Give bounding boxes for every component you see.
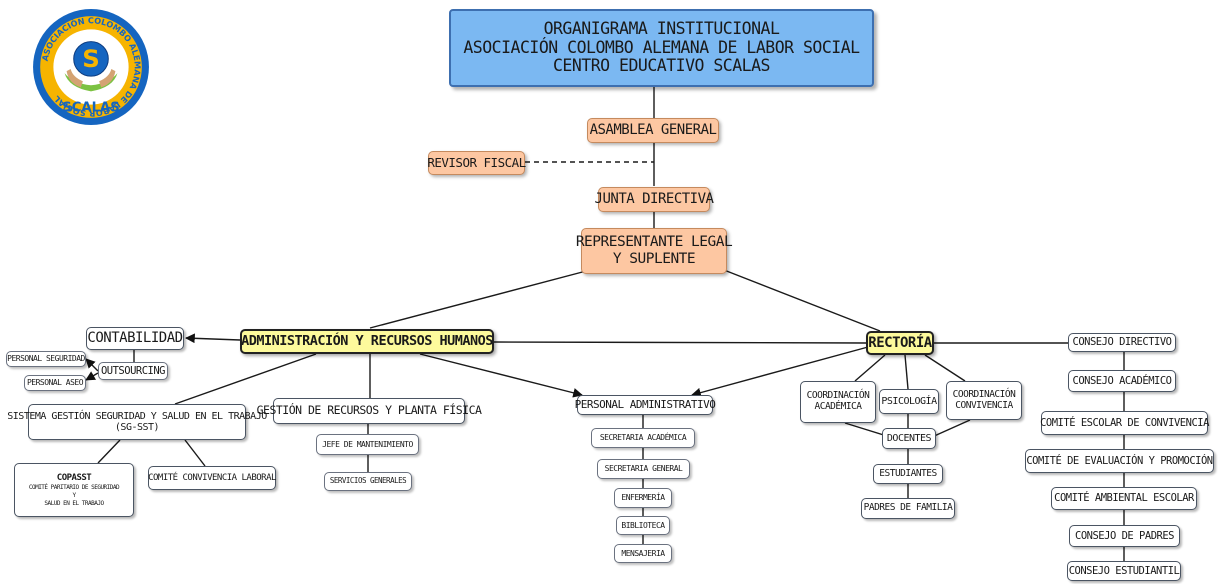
personal-administrativo-box: PERSONAL ADMINISTRATIVO: [575, 395, 716, 415]
header-line-3: CENTRO EDUCATIVO SCALAS: [553, 56, 770, 76]
staff-enfermeria: ENFERMERÍA: [614, 488, 672, 508]
coord-academica-line-1: COORDINACIÓN: [806, 390, 870, 402]
comite-convivencia-laboral-box: COMITÉ CONVIVENCIA LABORAL: [148, 466, 276, 490]
contabilidad-box: CONTABILIDAD: [86, 327, 184, 350]
line-rectoria-psicologia: [904, 354, 909, 390]
staff-biblioteca: BIBLIOTECA: [616, 516, 670, 535]
line-coordconv-docentes: [931, 419, 971, 438]
coordinacion-convivencia-box: COORDINACIÓN CONVIVENCIA: [946, 381, 1022, 420]
header-line-2: ASOCIACIÓN COLOMBO ALEMANA DE LABOR SOCI…: [463, 37, 860, 57]
personal-aseo-box: PERSONAL ASEO: [24, 375, 86, 391]
sgsst-line-2: (SG-SST): [114, 422, 160, 433]
personal-seguridad-box: PERSONAL SEGURIDAD: [6, 351, 86, 367]
staff-mensajeria: MENSAJERIA: [614, 544, 672, 563]
line-rectoria-personal: [691, 346, 869, 398]
estudiantes-box: ESTUDIANTES: [873, 464, 943, 484]
asamblea-general-box: ASAMBLEA GENERAL: [587, 118, 719, 143]
line-admin-personal: [419, 353, 583, 398]
header-line-1: ORGANIGRAMA INSTITUCIONAL: [543, 18, 780, 38]
copasst-box: COPASST COMITÉ PARITARIO DE SEGURIDAD Y …: [14, 463, 134, 517]
council-comite-ambiental: COMITÉ AMBIENTAL ESCOLAR: [1051, 487, 1197, 510]
coord-academica-line-2: ACADÉMICA: [814, 401, 862, 412]
line-out-aseo: [85, 371, 99, 381]
outsourcing-box: OUTSOURCING: [98, 362, 168, 380]
line-admin-contabilidad: [185, 333, 241, 344]
svg-text:SCALAS: SCALAS: [62, 101, 120, 116]
representante-line-1: REPRESENTANTE LEGAL: [575, 234, 733, 251]
rectoria-box: RECTORÍA: [866, 331, 934, 355]
scalas-logo: ASOCIACIÓN COLOMBO ALEMANA DE LABOR SOCI…: [33, 9, 149, 125]
sgsst-line-1: SISTEMA GESTIÓN SEGURIDAD Y SALUD EN EL …: [7, 410, 267, 422]
sgsst-box: SISTEMA GESTIÓN SEGURIDAD Y SALUD EN EL …: [7, 404, 267, 440]
council-consejo-padres: CONSEJO DE PADRES: [1069, 525, 1180, 547]
psicologia-box: PSICOLOGÍA: [879, 389, 939, 414]
copasst-title: COPASST: [56, 472, 92, 483]
administracion-box: ADMINISTRACIÓN Y RECURSOS HUMANOS: [240, 329, 494, 354]
copasst-line-2: Y: [72, 492, 76, 500]
council-consejo-academico: CONSEJO ACADÉMICO: [1068, 370, 1176, 392]
revisor-fiscal-box: REVISOR FISCAL: [427, 151, 526, 175]
council-comite-evaluacion: COMITÉ DE EVALUACIÓN Y PROMOCIÓN: [1025, 449, 1214, 473]
svg-text:S: S: [82, 44, 100, 73]
line-rep-admin: [369, 269, 591, 329]
coord-convivencia-line-2: CONVIVENCIA: [955, 399, 1013, 411]
line-rectoria-coordconv: [924, 354, 966, 382]
line-sgsst-copasst: [97, 439, 121, 464]
staff-secretaria-academica: SECRETARIA ACADÉMICA: [591, 428, 695, 448]
header-title-box: ORGANIGRAMA INSTITUCIONAL ASOCIACIÓN COL…: [449, 9, 874, 87]
gestion-recursos-box: GESTIÓN DE RECURSOS Y PLANTA FÍSICA: [257, 398, 482, 424]
council-consejo-estudiantil: CONSEJO ESTUDIANTIL: [1067, 561, 1181, 581]
representante-line-2: Y SUPLENTE: [612, 251, 696, 267]
line-admin-sgsst: [174, 353, 317, 405]
line-out-seguridad: [85, 358, 99, 372]
council-comite-escolar-convivencia: COMITÉ ESCOLAR DE CONVIVENCIA: [1040, 411, 1209, 435]
line-rep-rectoria: [723, 269, 881, 332]
council-consejo-directivo: CONSEJO DIRECTIVO: [1068, 333, 1176, 352]
coord-convivencia-line-1: COORDINACIÓN: [952, 388, 1016, 400]
junta-directiva-box: JUNTA DIRECTIVA: [595, 187, 714, 212]
copasst-line-1: COMITÉ PARITARIO DE SEGURIDAD: [28, 483, 120, 491]
padres-familia-box: PADRES DE FAMILIA: [861, 498, 955, 519]
coordinacion-academica-box: COORDINACIÓN ACADÉMICA: [800, 381, 876, 423]
staff-secretaria-general: SECRETARIA GENERAL: [597, 459, 690, 479]
servicios-generales-box: SERVICIOS GENERALES: [324, 472, 412, 491]
line-sgsst-comite: [184, 439, 206, 467]
jefe-mantenimiento-box: JEFE DE MANTENIMIENTO: [316, 434, 419, 455]
docentes-box: DOCENTES: [882, 428, 936, 449]
copasst-line-3: SALUD EN EL TRABAJO: [44, 500, 104, 508]
representante-legal-box: REPRESENTANTE LEGAL Y SUPLENTE: [576, 228, 733, 274]
line-rectoria-coordacad: [854, 354, 886, 382]
line-admin-rectoria: [493, 341, 867, 344]
